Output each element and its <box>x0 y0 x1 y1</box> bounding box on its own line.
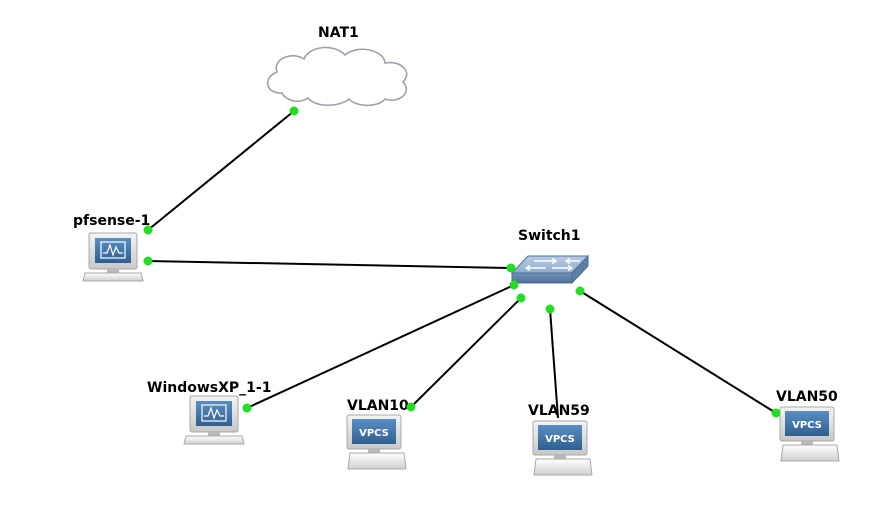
computer-icon <box>183 395 245 445</box>
node-label-nat1: NAT1 <box>318 25 359 41</box>
vpcs-badge: VPCS <box>359 428 389 439</box>
node-label-pfsense: pfsense-1 <box>73 213 150 229</box>
node-vlan10[interactable]: VLAN10 VPCS <box>346 398 409 470</box>
node-vlan50[interactable]: VLAN50 VPCS <box>776 389 840 462</box>
vpcs-badge: VPCS <box>545 434 575 445</box>
node-label-vlan50: VLAN50 <box>776 389 838 405</box>
node-label-switch1: Switch1 <box>518 228 581 244</box>
port-status-winxp[interactable] <box>242 403 252 413</box>
link-pfsense-switch1[interactable] <box>147 260 512 269</box>
link-switch1-vlan50[interactable] <box>579 290 777 414</box>
node-label-vlan10: VLAN10 <box>347 398 409 414</box>
ports-layer <box>143 106 781 418</box>
node-nat1[interactable]: NAT1 <box>266 25 408 107</box>
vpcs-icon: VPCS <box>346 414 407 470</box>
cloud-icon <box>266 46 408 107</box>
link-nat1-pfsense[interactable] <box>147 110 295 231</box>
port-status-switch1-pfsense[interactable] <box>506 263 516 273</box>
computer-icon <box>82 232 144 282</box>
port-status-vlan10[interactable] <box>406 402 416 412</box>
vpcs-badge: VPCS <box>792 420 822 431</box>
port-status-switch1-vlan50[interactable] <box>575 286 585 296</box>
node-switch1[interactable]: Switch1 <box>510 228 590 285</box>
port-status-nat1[interactable] <box>289 106 299 116</box>
vpcs-icon: VPCS <box>532 420 593 476</box>
port-status-switch1-winxp[interactable] <box>509 280 519 290</box>
port-status-pfsense-lan[interactable] <box>143 256 153 266</box>
port-status-pfsense-wan[interactable] <box>143 225 153 235</box>
vpcs-icon: VPCS <box>779 406 840 462</box>
switch-icon <box>510 254 590 285</box>
links-layer <box>147 110 777 419</box>
link-switch1-vlan59[interactable] <box>549 308 559 419</box>
port-status-vlan50[interactable] <box>771 408 781 418</box>
node-vlan59[interactable]: VLAN59 VPCS <box>528 403 593 476</box>
node-pfsense[interactable]: pfsense-1 <box>73 213 150 282</box>
node-label-winxp: WindowsXP_1-1 <box>147 380 271 396</box>
node-winxp[interactable]: WindowsXP_1-1 <box>147 380 271 445</box>
link-switch1-winxp[interactable] <box>246 284 515 409</box>
port-status-switch1-vlan59[interactable] <box>545 304 555 314</box>
link-switch1-vlan10[interactable] <box>410 297 522 408</box>
port-status-switch1-vlan10[interactable] <box>516 293 526 303</box>
node-label-vlan59: VLAN59 <box>528 403 590 419</box>
